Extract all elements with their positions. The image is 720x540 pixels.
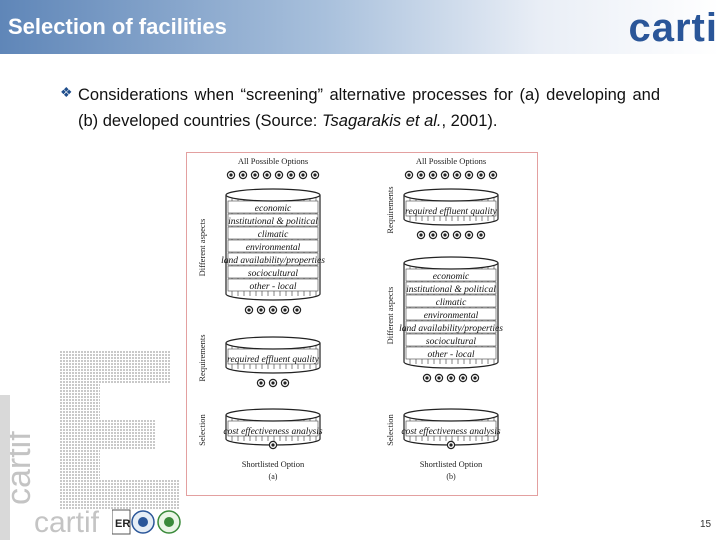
panel-a-filter-2-label: required effluent quality	[227, 354, 319, 365]
panel-b-bottom-label: Shortlisted Option	[420, 459, 483, 469]
panel-a-filter-1-label: environmental	[246, 243, 301, 253]
panel-a-filter-1-band	[227, 278, 319, 292]
panel-a-passed-circle-center	[283, 308, 287, 312]
panel-b-filter-2-label: climatic	[436, 298, 467, 308]
panel-a-filter-1-band	[227, 265, 319, 279]
cartif-logo: carti	[628, 6, 718, 50]
panel-b-passed-circle-center	[455, 233, 459, 237]
panel-a-shortlisted-circle-center	[271, 443, 275, 447]
panel-a-option-circle-center	[229, 173, 233, 177]
panel-a-bottom-label: Shortlisted Option	[242, 459, 305, 469]
panel-a-filter-1-band	[227, 252, 319, 266]
panel-a-side-label-2: Requirements	[197, 334, 207, 381]
panel-b-filter-2-band	[405, 346, 497, 360]
panel-b-passed-circle-center	[461, 376, 465, 380]
panel-b-passed-circle-center	[479, 233, 483, 237]
panel-b-option-circle-center	[455, 173, 459, 177]
panel-b-option-circle-center	[419, 173, 423, 177]
panel-a-option-circle-center	[241, 173, 245, 177]
panel-b-option-circle-center	[479, 173, 483, 177]
panel-a-filter-3-top	[225, 408, 321, 422]
panel-b-passed-circle-center	[467, 233, 471, 237]
panel-a-filter-2-top	[225, 336, 321, 350]
page-number: 15	[700, 519, 712, 530]
panel-b-filter-2-label: sociocultural	[426, 337, 476, 347]
panel-b-filter-2-top	[403, 256, 499, 270]
panel-b-filter-2-label: environmental	[424, 311, 479, 321]
panel-b-option-circle-center	[407, 173, 411, 177]
panel-b-filter-2-label: land availability/properties	[399, 324, 503, 334]
panel-b-side-label-3: Selection	[385, 413, 395, 445]
bullet-text-end: , 2001).	[441, 112, 498, 130]
panel-a-filter-1-label: climatic	[258, 230, 289, 240]
bullet-text-citation: Tsagarakis et al.	[321, 112, 442, 130]
panel-b-filter-3-label: cost effectiveness analysis	[401, 426, 500, 437]
panel-b-filter-3-top	[403, 408, 499, 422]
panel-a-filter-1-label: institutional & political	[228, 217, 318, 227]
panel-a-side-label-1: Different aspects	[197, 219, 207, 277]
panel-a-passed-circle-center	[271, 308, 275, 312]
panel-a-filter-1-top	[225, 188, 321, 202]
panel-b-passed-circle-center	[449, 376, 453, 380]
svg-text:ER: ER	[115, 518, 130, 530]
bullet-text-main: Considerations when “screening” alternat…	[78, 86, 660, 130]
panel-b-side-label-2: Different aspects	[385, 287, 395, 345]
panel-a-option-circle-center	[277, 173, 281, 177]
panel-b-option-circle-center	[431, 173, 435, 177]
panel-b-option-circle-center	[443, 173, 447, 177]
panel-a-passed-circle-center	[271, 381, 275, 385]
panel-a-passed-circle-center	[283, 381, 287, 385]
panel-b-filter-2-label: institutional & political	[406, 285, 496, 295]
panel-b-caption: (b)	[446, 472, 456, 481]
panel-a-filter-1-label: sociocultural	[248, 269, 298, 279]
panel-b-filter-1-top	[403, 188, 499, 202]
panel-a-filter-3-label: cost effectiveness analysis	[223, 426, 322, 437]
panel-a-passed-circle-center	[259, 381, 263, 385]
panel-a-filter-1-band	[227, 213, 319, 227]
panel-a-filter-1-label: other - local	[250, 282, 297, 292]
panel-a-caption: (a)	[269, 472, 278, 481]
panel-a-passed-circle-center	[295, 308, 299, 312]
panel-a-filter-1-band	[227, 226, 319, 240]
side-strip	[0, 395, 10, 540]
panel-a-side-label-3: Selection	[197, 413, 207, 445]
panel-b-passed-circle-center	[419, 233, 423, 237]
panel-a-filter-1-label: economic	[255, 204, 292, 214]
panel-a-option-circle-center	[265, 173, 269, 177]
panel-a-passed-circle-center	[259, 308, 263, 312]
panel-b-top-label: All Possible Options	[416, 156, 486, 166]
panel-b-side-label-1: Requirements	[385, 186, 395, 233]
panel-b-filter-1-label: required effluent quality	[405, 206, 497, 217]
panel-b-filter-2-band	[405, 307, 497, 321]
panel-b-filter-2-band	[405, 281, 497, 295]
header-bar: Selection of facilities carti	[0, 0, 720, 54]
panel-b-filter-2-label: other - local	[428, 350, 475, 360]
panel-a-top-label: All Possible Options	[238, 156, 308, 166]
screening-figure: All Possible Options economic institutiona…	[186, 152, 538, 496]
panel-b-passed-circle-center	[473, 376, 477, 380]
panel-b-passed-circle-center	[425, 376, 429, 380]
panel-a-option-circle-center	[289, 173, 293, 177]
panel-b-filter-2-band	[405, 294, 497, 308]
certification-logos: ER	[112, 509, 181, 535]
panel-a-option-circle-center	[301, 173, 305, 177]
panel-b-option-circle-center	[467, 173, 471, 177]
panel-b-passed-circle-center	[437, 376, 441, 380]
panel-b-passed-circle-center	[443, 233, 447, 237]
panel-b-shortlisted-circle-center	[449, 443, 453, 447]
diamond-bullet-icon: ❖	[60, 84, 73, 100]
panel-b-filter-2-label: economic	[433, 272, 470, 282]
panel-a-option-circle-center	[253, 173, 257, 177]
panel-a-filter-1-band	[227, 239, 319, 253]
bullet-text: Considerations when “screening” alternat…	[78, 82, 660, 134]
panel-b-option-circle-center	[491, 173, 495, 177]
panel-b-filter-2-band	[405, 320, 497, 334]
watermark-bottom-text: cartif	[34, 506, 100, 539]
panel-b-passed-circle-center	[431, 233, 435, 237]
slide-title: Selection of facilities	[8, 14, 227, 39]
panel-b-filter-2-band	[405, 333, 497, 347]
panel-a-passed-circle-center	[247, 308, 251, 312]
panel-a-option-circle-center	[313, 173, 317, 177]
panel-a-filter-1-label: land availability/properties	[221, 256, 325, 266]
